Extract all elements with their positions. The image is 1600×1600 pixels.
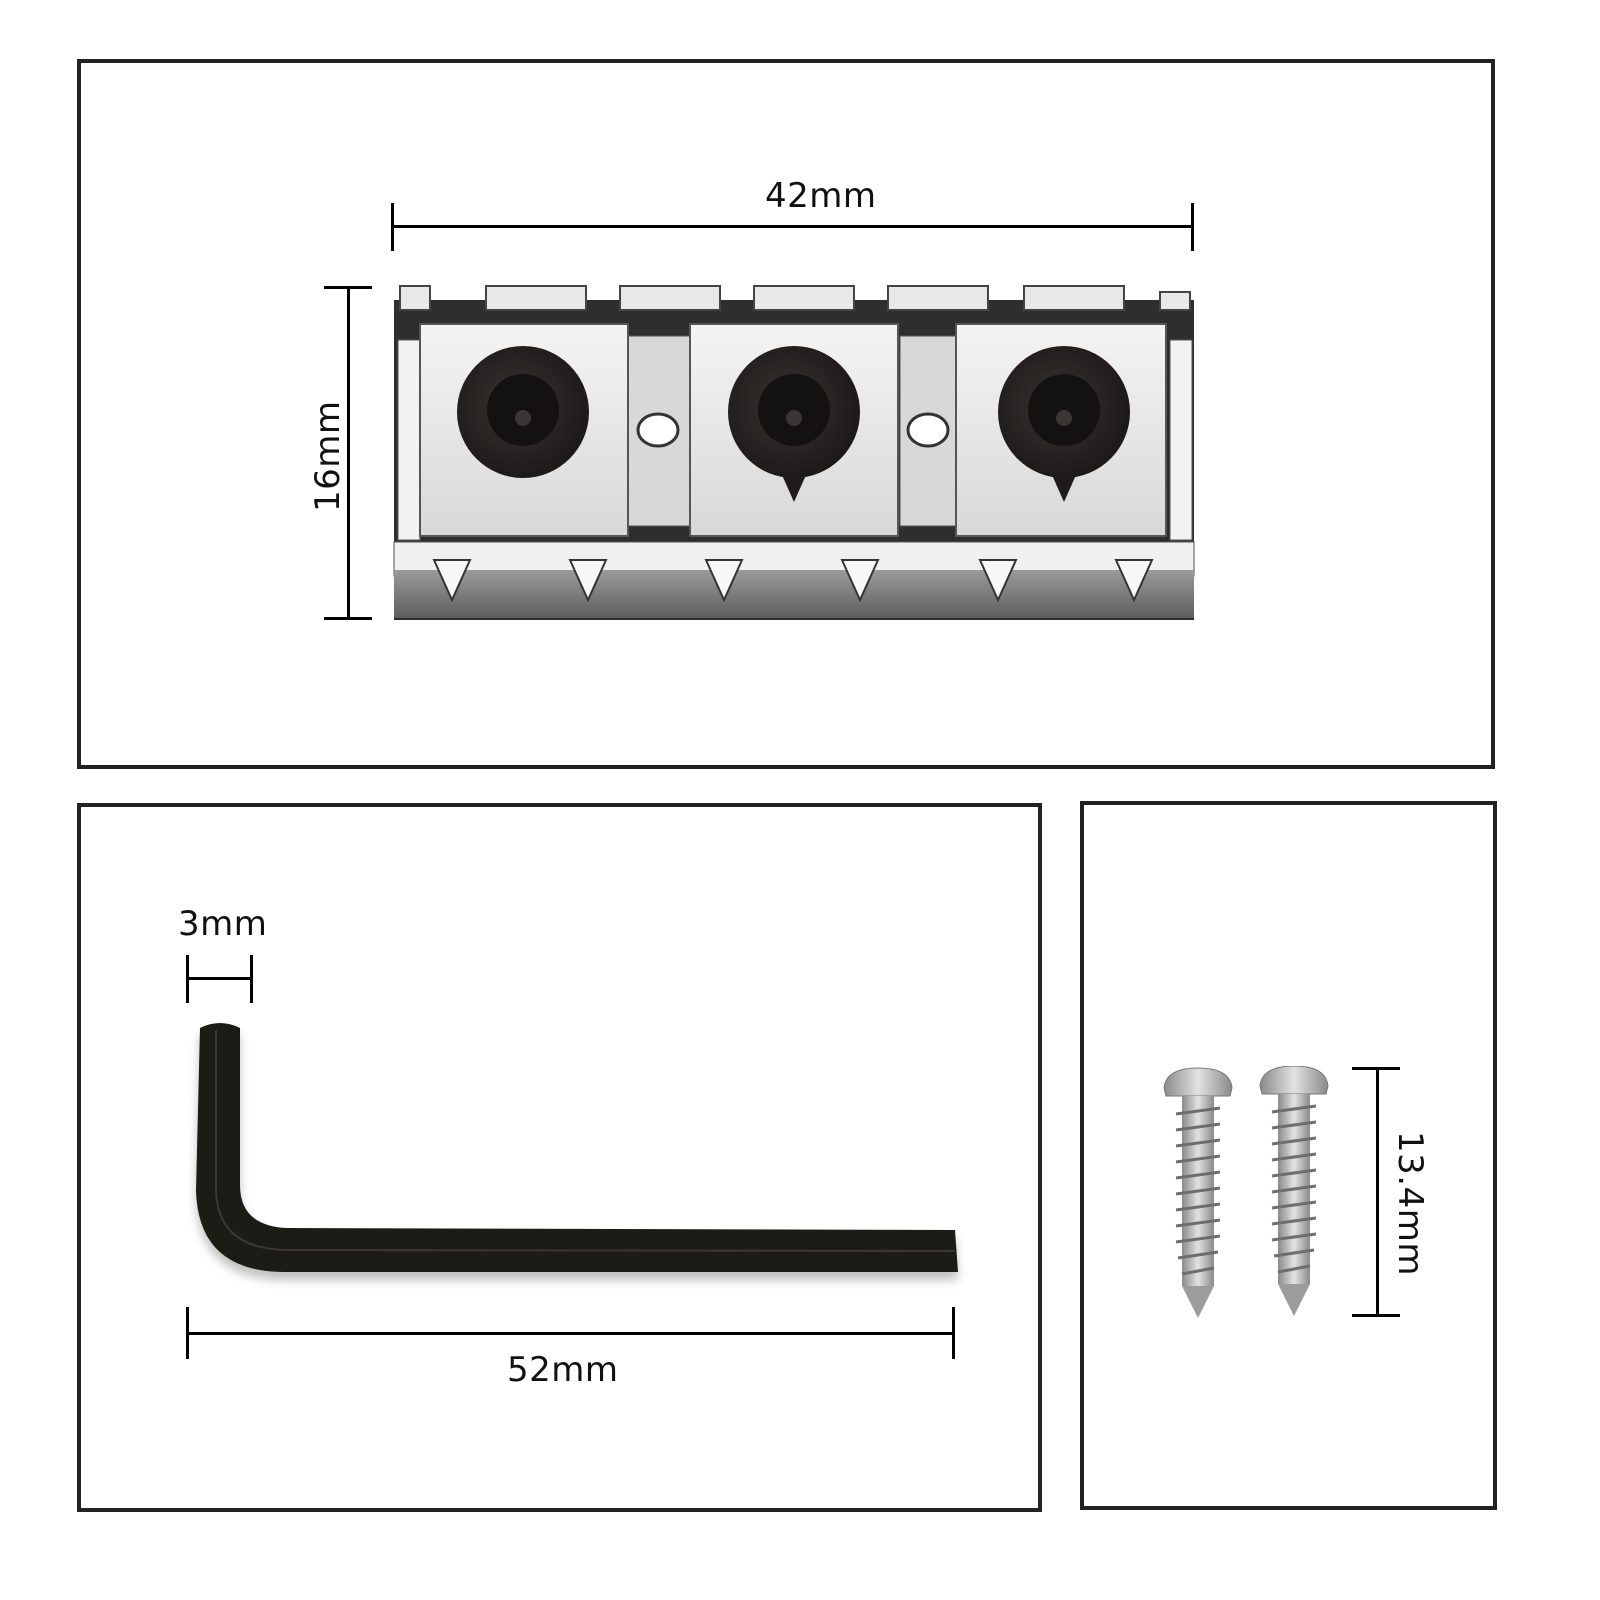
key-thickness-label: 3mm [178, 904, 268, 944]
key-thickness-tick-left [186, 955, 189, 1003]
hex-key-image [196, 1023, 958, 1272]
screw-1 [1163, 1067, 1233, 1318]
height-dimension-label: 16mm [308, 400, 348, 512]
height-dimension-tick-bottom [324, 617, 372, 620]
width-dimension-line [392, 225, 1193, 228]
key-length-tick-right [952, 1307, 955, 1359]
panel-hex-key [77, 803, 1042, 1512]
screws-image [1163, 1066, 1329, 1318]
width-dimension-tick-left [391, 203, 394, 251]
locking-nut-image [393, 285, 1195, 620]
screw-length-tick-bottom [1352, 1314, 1400, 1317]
screw-2 [1259, 1066, 1329, 1316]
key-length-line [188, 1332, 954, 1335]
height-dimension-tick-top [324, 286, 372, 289]
key-length-tick-left [186, 1307, 189, 1359]
screw-length-line [1376, 1068, 1379, 1316]
height-dimension-line [347, 287, 350, 619]
key-length-label: 52mm [507, 1350, 619, 1390]
screw-length-tick-top [1352, 1067, 1400, 1070]
width-dimension-label: 42mm [765, 176, 877, 216]
key-thickness-tick-right [250, 955, 253, 1003]
key-thickness-line [188, 977, 252, 980]
width-dimension-tick-right [1191, 203, 1194, 251]
screw-length-label: 13.4mm [1390, 1131, 1430, 1276]
